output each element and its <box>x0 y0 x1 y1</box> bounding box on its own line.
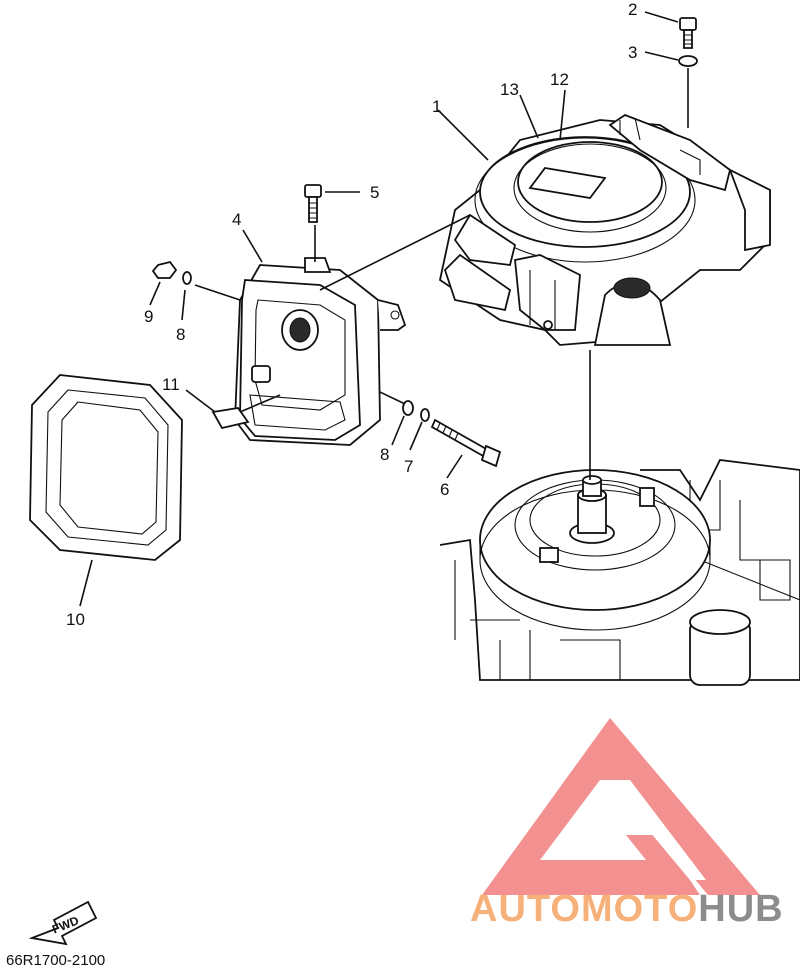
watermark-brand: AUTOMOTOHUB <box>470 888 784 931</box>
callout-8-lower: 8 <box>380 445 389 464</box>
bolt-2 <box>679 17 697 49</box>
bolt-6 <box>430 418 502 468</box>
callout-5: 5 <box>370 183 379 202</box>
washer-8-upper <box>182 271 192 285</box>
drawing-code: 66R1700-2100 <box>6 952 106 969</box>
callout-9: 9 <box>144 307 153 326</box>
leader-lines <box>79 11 689 607</box>
label-11 <box>211 407 250 430</box>
powerhead-illustration <box>439 459 800 686</box>
callout-6: 6 <box>440 480 449 499</box>
callout-12: 12 <box>550 70 569 89</box>
nut-9 <box>151 260 178 279</box>
brand-part-2: HUB <box>698 888 784 930</box>
callout-1: 1 <box>432 97 441 116</box>
bolt-5 <box>304 184 322 223</box>
washer-3 <box>678 55 698 67</box>
brand-part-1: AUTOMOTO <box>470 888 699 930</box>
callout-10: 10 <box>66 610 85 629</box>
washer-8-lower <box>402 400 414 416</box>
silencer-cover <box>234 257 407 446</box>
watermark-logo-icon <box>482 718 760 895</box>
callout-8-upper: 8 <box>176 325 185 344</box>
callout-2: 2 <box>628 0 637 19</box>
filter-ring <box>29 374 183 561</box>
callout-3: 3 <box>628 43 637 62</box>
lockwasher-7 <box>420 408 430 422</box>
fwd-arrow-icon: FWD <box>28 900 98 946</box>
starter-housing <box>438 113 771 346</box>
callout-4: 4 <box>232 210 241 229</box>
callout-13: 13 <box>500 80 519 99</box>
callout-11: 11 <box>162 375 180 394</box>
callout-7: 7 <box>404 457 413 476</box>
